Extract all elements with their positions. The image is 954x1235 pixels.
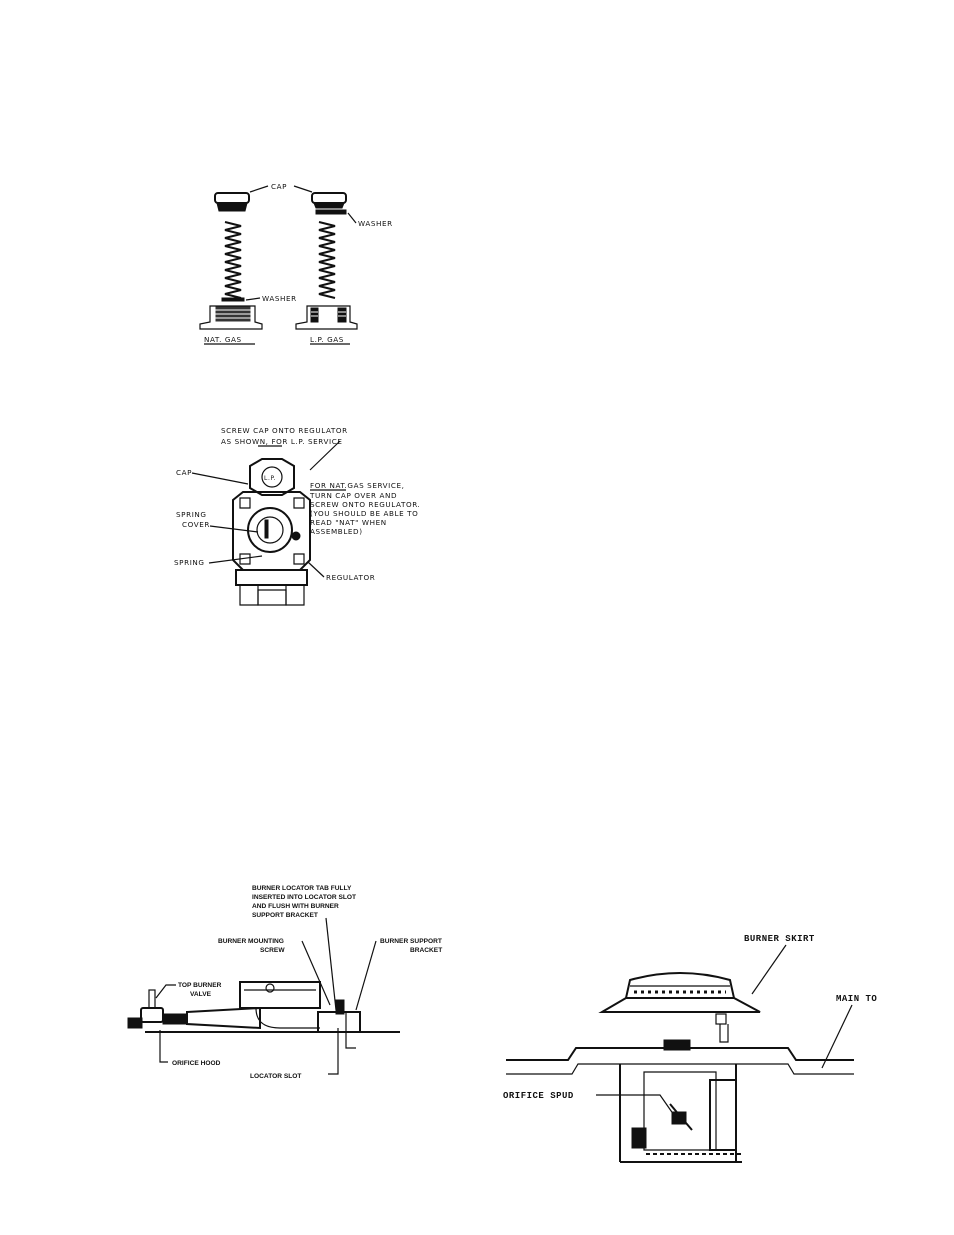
washer-top-leader: [347, 212, 357, 224]
nat-gas-cap: [214, 192, 250, 212]
screw-cap-instruction-line2: AS SHOWN, FOR L.P. SERVICE: [221, 437, 342, 446]
locator-tab-label-line2: INSERTED INTO LOCATOR SLOT: [252, 894, 356, 901]
fig2-regulator-diagram: SCREW CAP ONTO REGULATOR AS SHOWN, FOR L…: [174, 426, 420, 606]
nat-gas-instruction-line5: READ "NAT" WHEN: [310, 518, 387, 527]
support-bracket-label-line2: BRACKET: [410, 947, 442, 954]
burner-crown: [598, 972, 761, 1043]
orifice-hood: [162, 1006, 261, 1030]
spring-leader: [208, 555, 263, 564]
burner-skirt-leader: [751, 944, 787, 995]
burner-head: [239, 981, 321, 1029]
regulator-body: [232, 491, 311, 606]
mounting-screw-leader: [301, 940, 331, 1006]
washer-bottom-leader: [245, 297, 261, 301]
cap-lp-marking: L.P.: [264, 475, 276, 482]
spring-cover-label-line2: COVER: [182, 520, 210, 529]
main-top-leader: [821, 1004, 853, 1069]
locator-slot-leader: [328, 1028, 339, 1075]
fig1-cap-spring-diagram: CAP WASHER WASHER NAT. GAS L.P. GAS: [199, 182, 393, 345]
locator-tab-label-line1: BURNER LOCATOR TAB FULLY: [252, 885, 352, 892]
spring-cover-leader: [209, 525, 259, 533]
locator-tab-leader: [325, 917, 337, 1011]
regulator-leader: [307, 561, 325, 578]
regulator-label: REGULATOR: [326, 573, 375, 582]
nat-gas-fitting: [199, 305, 263, 330]
screw-cap-instruction-line1: SCREW CAP ONTO REGULATOR: [221, 426, 348, 435]
screw-cap-leader: [309, 440, 341, 471]
top-burner-valve-label-line1: TOP BURNER: [178, 982, 222, 989]
fig1-washer-bottom-label: WASHER: [262, 294, 297, 303]
main-top-label: MAIN TO: [836, 994, 877, 1004]
top-burner-valve-label-line2: VALVE: [190, 991, 212, 998]
support-bracket-label-line1: BURNER SUPPORT: [380, 938, 442, 945]
lp-gas-cap: [311, 192, 347, 215]
fig4-burner-skirt-diagram: BURNER SKIRT MAIN TO OR: [503, 934, 877, 1163]
burner-skirt-label: BURNER SKIRT: [744, 934, 815, 944]
lp-gas-fitting: [295, 305, 358, 330]
locator-tab-label-line4: SUPPORT BRACKET: [252, 912, 318, 919]
mounting-screw-label-line2: SCREW: [260, 947, 285, 954]
orifice-hood-label: ORIFICE HOOD: [172, 1060, 221, 1067]
fig2-cap-leader: [191, 472, 249, 485]
nat-gas-label: NAT. GAS: [204, 335, 242, 344]
burner-support-bracket: [317, 999, 361, 1049]
cap-leader-lines: [249, 185, 313, 193]
nat-gas-instruction-line1: FOR NAT.GAS SERVICE,: [310, 481, 405, 490]
nat-gas-instruction-line2: TURN CAP OVER AND: [309, 491, 397, 500]
fig2-cap-label: CAP: [176, 468, 192, 477]
fig1-washer-top-label: WASHER: [358, 219, 393, 228]
locator-slot-label: LOCATOR SLOT: [250, 1073, 301, 1080]
orifice-bracket: [619, 1064, 742, 1163]
nat-gas-spring: [224, 221, 242, 299]
mounting-screw-label-line1: BURNER MOUNTING: [218, 938, 284, 945]
lp-gas-spring: [318, 221, 336, 299]
fig3-burner-assembly-diagram: BURNER LOCATOR TAB FULLY INSERTED INTO L…: [127, 885, 442, 1080]
orifice-spud-label: ORIFICE SPUD: [503, 1091, 574, 1101]
nat-gas-washer: [221, 297, 245, 302]
locator-tab-label-line3: AND FLUSH WITH BURNER: [252, 903, 339, 910]
fig1-cap-label: CAP: [271, 182, 287, 191]
spring-cover-label-line1: SPRING: [176, 510, 207, 519]
support-bracket-leader: [355, 940, 377, 1011]
burner-neck: [663, 1039, 691, 1051]
orifice-spud-leader: [596, 1094, 677, 1119]
valve-leader: [155, 984, 176, 999]
regulator-hex-cap: L.P.: [249, 458, 295, 496]
orifice-hood-leader: [159, 1030, 168, 1063]
spring-label: SPRING: [174, 558, 205, 567]
nat-gas-instruction-line6: ASSEMBLED): [310, 527, 363, 536]
lp-gas-label: L.P. GAS: [310, 335, 344, 344]
nat-gas-instruction-line3: SCREW ONTO REGULATOR.: [310, 500, 420, 509]
nat-gas-instruction-line4: (YOU SHOULD BE ABLE TO: [310, 509, 418, 518]
